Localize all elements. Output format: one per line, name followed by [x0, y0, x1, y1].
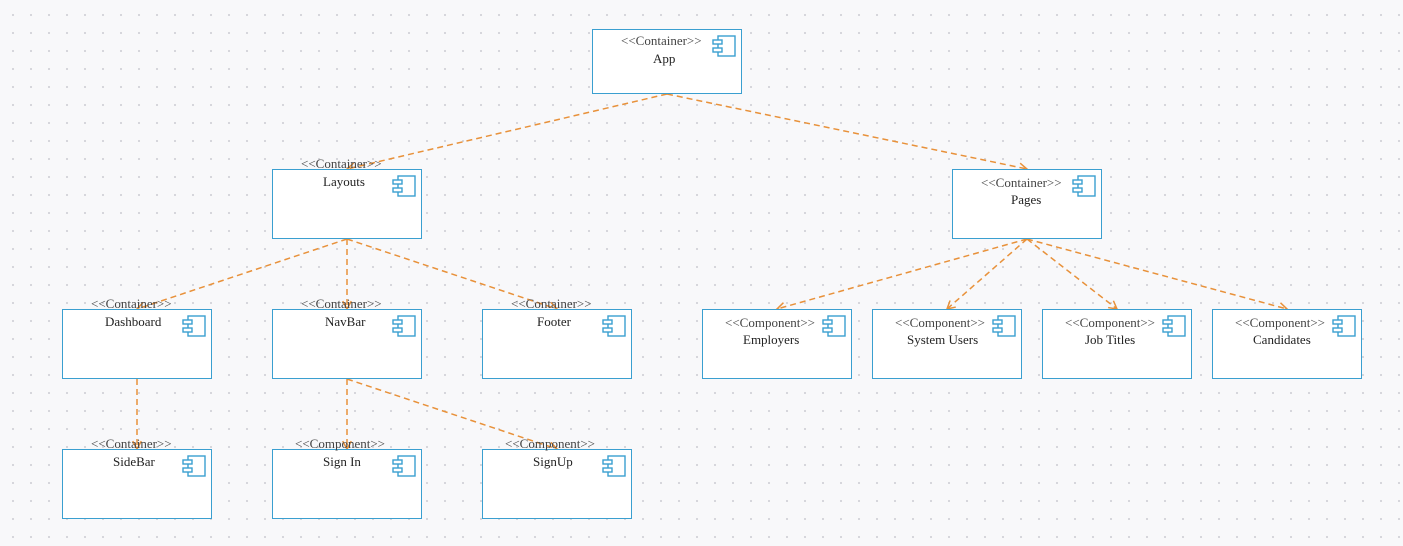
component-icon [1332, 315, 1356, 337]
component-icon [392, 315, 416, 337]
node-stereotype: <<Component>> [295, 436, 385, 451]
component-icon [392, 455, 416, 477]
node-sidebar[interactable]: <<Container>> SideBar [62, 437, 212, 519]
node-stereotype: <<Component>> [505, 436, 595, 451]
component-icon [392, 175, 416, 197]
node-stereotype: <<Container>> [301, 156, 382, 171]
node-system-users[interactable]: <<Component>> System Users [872, 309, 1022, 379]
node-name: Employers [743, 332, 800, 347]
node-stereotype: <<Component>> [725, 315, 815, 330]
node-sign-in[interactable]: <<Component>> Sign In [272, 437, 422, 519]
node-stereotype: <<Container>> [981, 175, 1062, 190]
node-dashboard[interactable]: <<Container>> Dashboard [62, 297, 212, 379]
node-stereotype: <<Component>> [895, 315, 985, 330]
node-navbar[interactable]: <<Container>> NavBar [272, 297, 422, 379]
dependency-edge-pages-job_titles[interactable] [1026, 238, 1119, 310]
dependency-edge-app-pages[interactable] [666, 93, 1029, 173]
node-job-titles[interactable]: <<Component>> Job Titles [1042, 309, 1192, 379]
node-layouts[interactable]: <<Container>> Layouts [272, 157, 422, 239]
component-icon [182, 315, 206, 337]
component-icon [712, 35, 736, 57]
node-stereotype: <<Container>> [511, 296, 592, 311]
node-footer[interactable]: <<Container>> Footer [482, 297, 632, 379]
node-app[interactable]: <<Container>> App [592, 29, 742, 94]
node-name: Sign In [323, 454, 361, 469]
node-stereotype: <<Component>> [1065, 315, 1155, 330]
component-icon [1072, 175, 1096, 197]
node-signup[interactable]: <<Component>> SignUp [482, 437, 632, 519]
node-stereotype: <<Container>> [621, 33, 702, 48]
node-stereotype: <<Container>> [91, 296, 172, 311]
node-name: SignUp [533, 454, 573, 469]
component-icon [182, 455, 206, 477]
node-name: SideBar [113, 454, 155, 469]
arrowhead-icon [1107, 300, 1119, 310]
node-name: Pages [1011, 192, 1042, 207]
component-icon [602, 315, 626, 337]
node-name: Footer [537, 314, 571, 329]
node-stereotype: <<Container>> [91, 436, 172, 451]
node-pages[interactable]: <<Container>> Pages [952, 169, 1102, 239]
dependency-edge-app-layouts[interactable] [345, 93, 668, 173]
node-name: NavBar [325, 314, 366, 329]
component-icon [602, 455, 626, 477]
node-stereotype: <<Component>> [1235, 315, 1325, 330]
component-icon [992, 315, 1016, 337]
node-name: App [653, 51, 676, 66]
node-stereotype: <<Container>> [301, 296, 382, 311]
node-name: Job Titles [1085, 332, 1136, 347]
node-name: System Users [907, 332, 979, 347]
node-name: Dashboard [105, 314, 162, 329]
dependency-edge-pages-candidates[interactable] [1026, 238, 1289, 312]
component-icon [822, 315, 846, 337]
node-name: Layouts [323, 174, 365, 189]
node-name: Candidates [1253, 332, 1311, 347]
dependency-edge-pages-employers[interactable] [775, 238, 1028, 312]
node-candidates[interactable]: <<Component>> Candidates [1212, 309, 1362, 379]
node-employers[interactable]: <<Component>> Employers [702, 309, 852, 379]
component-icon [1162, 315, 1186, 337]
